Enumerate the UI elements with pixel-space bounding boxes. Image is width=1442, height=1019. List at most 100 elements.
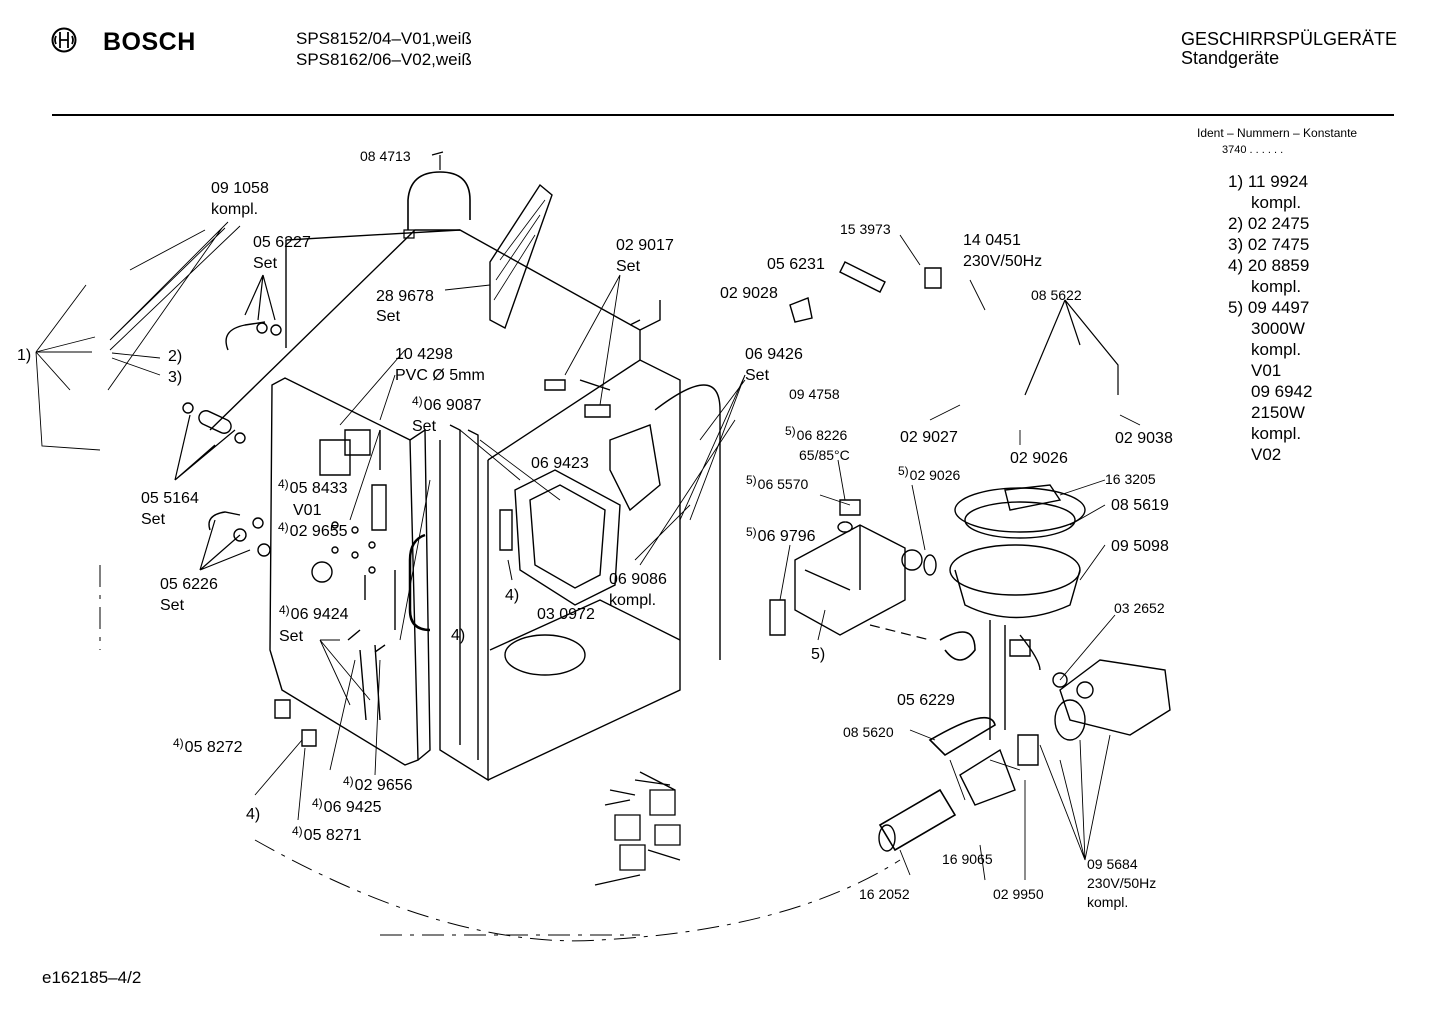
label-ref2: 2) bbox=[168, 348, 183, 365]
detergent-dispenser bbox=[514, 424, 661, 606]
label-069086: 06 9086 bbox=[609, 571, 667, 588]
label-ref1: 1) bbox=[17, 347, 32, 364]
label-029027: 02 9027 bbox=[900, 429, 958, 446]
label-153973: 15 3973 bbox=[840, 221, 891, 237]
label-085622: 08 5622 bbox=[1031, 287, 1082, 303]
label-058272: 4)05 8272 bbox=[173, 736, 243, 756]
label-069087: 4)06 9087 bbox=[412, 394, 482, 414]
label-069087-set: Set bbox=[412, 418, 437, 435]
label-289678-set: Set bbox=[376, 308, 401, 325]
label-069425: 4)06 9425 bbox=[312, 796, 382, 816]
label-069086-kompl: kompl. bbox=[609, 592, 657, 609]
sump-filter bbox=[949, 484, 1086, 740]
heater-assembly bbox=[769, 499, 937, 636]
leader-lines-ref1 bbox=[35, 221, 241, 451]
label-ref4-b: 4) bbox=[451, 627, 466, 644]
label-289678: 28 9678 bbox=[376, 288, 434, 305]
label-029038: 02 9038 bbox=[1115, 430, 1173, 447]
label-056226: 05 6226 bbox=[160, 576, 218, 593]
leader-056227 bbox=[244, 274, 276, 321]
part-289678 bbox=[489, 183, 553, 330]
label-163205: 16 3205 bbox=[1105, 471, 1156, 487]
label-ref3: 3) bbox=[168, 369, 183, 386]
hose-085620 bbox=[928, 717, 996, 757]
part-153973 bbox=[924, 267, 942, 289]
label-095684-voltage: 230V/50Hz bbox=[1087, 875, 1157, 891]
label-ref4-c: 4) bbox=[246, 806, 261, 823]
label-162052: 16 2052 bbox=[859, 886, 910, 902]
tub-body bbox=[285, 229, 721, 782]
label-169065: 16 9065 bbox=[942, 851, 993, 867]
label-056231: 05 6231 bbox=[767, 256, 825, 273]
label-058433: 4)05 8433 bbox=[278, 477, 348, 497]
label-068226-temp: 65/85°C bbox=[799, 447, 850, 463]
drawing-id: e162185–4/2 bbox=[42, 968, 142, 987]
label-091058: 09 1058 bbox=[211, 180, 269, 197]
constant-3: 3) 02 7475 bbox=[1228, 235, 1310, 254]
constant-1: 1) 11 9924 kompl. bbox=[1228, 172, 1309, 212]
label-069424-set: Set bbox=[279, 628, 304, 645]
label-140451: 14 0451 bbox=[963, 232, 1021, 249]
label-095098: 09 5098 bbox=[1111, 538, 1169, 555]
bracket-084713 bbox=[407, 171, 471, 230]
label-068226: 5)06 8226 bbox=[785, 424, 848, 443]
label-069423: 06 9423 bbox=[531, 455, 589, 472]
label-ref5: 5) bbox=[811, 646, 826, 663]
label-091058-kompl: kompl. bbox=[211, 201, 259, 218]
label-095684: 09 5684 bbox=[1087, 856, 1138, 872]
ident-code: 3740 . . . . . . bbox=[1222, 144, 1284, 156]
label-056229: 05 6229 bbox=[897, 692, 955, 709]
label-058433-v01: V01 bbox=[293, 502, 322, 519]
label-055164: 05 5164 bbox=[141, 490, 199, 507]
label-032652: 03 2652 bbox=[1114, 600, 1165, 616]
label-104298: 10 4298 bbox=[395, 346, 453, 363]
label-pvc: PVC Ø 5mm bbox=[395, 367, 485, 384]
subcategory: Standgeräte bbox=[1181, 48, 1280, 68]
hose-parts-left bbox=[182, 321, 282, 557]
side-panel bbox=[269, 377, 431, 766]
label-029017: 02 9017 bbox=[616, 237, 674, 254]
label-069426-set: Set bbox=[745, 367, 770, 384]
cable-connectors bbox=[594, 771, 681, 886]
label-069426: 06 9426 bbox=[745, 346, 803, 363]
tube-162052 bbox=[878, 788, 957, 852]
hose-056229 bbox=[939, 631, 976, 661]
leader-056226 bbox=[199, 519, 251, 571]
model-1: SPS8152/04–V01,weiß bbox=[296, 29, 472, 48]
leader-055164 bbox=[174, 414, 236, 481]
label-029950: 02 9950 bbox=[993, 886, 1044, 902]
label-058271: 4)05 8271 bbox=[292, 824, 362, 844]
part-056231 bbox=[839, 261, 886, 293]
constant-5: 5) 09 4497 3000W kompl. V01 09 6942 2150… bbox=[1228, 298, 1313, 464]
category: GESCHIRRSPÜLGERÄTE bbox=[1181, 29, 1398, 49]
label-029028: 02 9028 bbox=[720, 285, 778, 302]
label-069796: 5)06 9796 bbox=[746, 525, 816, 545]
model-2: SPS8162/06–V02,weiß bbox=[296, 50, 472, 69]
label-084713: 08 4713 bbox=[360, 148, 411, 164]
part-169065 bbox=[959, 748, 1016, 806]
label-056226-set: Set bbox=[160, 597, 185, 614]
label-094758: 09 4758 bbox=[789, 386, 840, 402]
label-055164-set: Set bbox=[141, 511, 166, 528]
label-056227: 05 6227 bbox=[253, 234, 311, 251]
label-029656: 4)02 9656 bbox=[343, 774, 413, 794]
leader-069086 bbox=[634, 374, 746, 566]
label-029026-left: 5)02 9026 bbox=[898, 464, 961, 483]
part-029028 bbox=[789, 297, 813, 323]
label-ref4-a: 4) bbox=[505, 587, 520, 604]
leader-095684 bbox=[1039, 734, 1111, 861]
label-029017-set: Set bbox=[616, 258, 641, 275]
leader-085622 bbox=[1024, 299, 1119, 396]
label-085619: 08 5619 bbox=[1111, 497, 1169, 514]
brand-name: BOSCH bbox=[103, 28, 196, 56]
label-056227-set: Set bbox=[253, 255, 278, 272]
header-rule bbox=[52, 114, 1394, 116]
base-outline bbox=[99, 565, 901, 942]
bosch-logo-icon bbox=[51, 27, 77, 53]
label-095684-kompl: kompl. bbox=[1087, 894, 1129, 910]
label-029655: 4)02 9655 bbox=[278, 520, 348, 540]
constant-4: 4) 20 8859 kompl. bbox=[1228, 256, 1310, 296]
label-030972: 03 0972 bbox=[537, 606, 595, 623]
label-069424: 4)06 9424 bbox=[279, 603, 349, 623]
